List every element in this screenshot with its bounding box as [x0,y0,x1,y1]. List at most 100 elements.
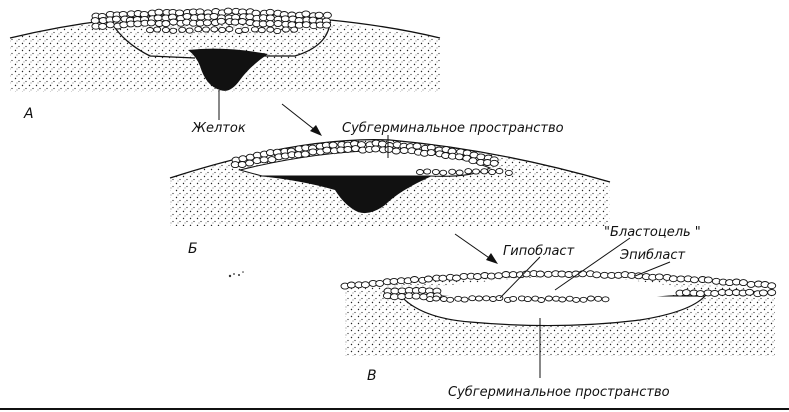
cell [146,19,156,27]
cell [391,147,401,155]
cell [216,17,226,25]
cell [746,280,756,288]
cell [105,21,115,29]
cell [328,141,338,149]
cell [237,18,247,25]
cell [439,169,448,176]
cell [153,26,162,33]
cell [259,156,269,164]
cell [218,26,227,34]
cell [454,295,463,302]
subgerminal-bottom-label: Субгерминальное пространство [448,385,670,400]
cell [703,276,713,284]
cell [758,289,768,297]
cell [494,272,504,280]
panel-c-blastocoel [410,276,700,301]
panel-a [9,7,441,120]
cell [161,20,171,28]
hypoblast-leader [499,256,541,299]
cell [668,275,678,283]
cell [455,169,464,176]
cell [209,12,219,20]
cell [146,27,154,34]
cell [223,7,233,15]
cell [454,153,464,161]
cell [411,292,421,300]
cell [245,159,255,167]
cell [579,296,588,303]
cell [446,296,455,303]
cell [169,27,178,34]
cell [397,293,407,300]
cell [654,273,664,281]
cell [724,289,734,297]
panel-b-blastoderm-cells [230,139,513,176]
cell [357,141,366,149]
cell [265,8,275,16]
cell [495,168,504,175]
cell [416,169,424,176]
cell [710,289,720,297]
arrow-a-to-b [281,103,322,136]
cell [745,288,754,296]
epiblast-label: Эпибласт [619,248,685,263]
cell [322,21,332,29]
cell [586,295,595,302]
cell [343,145,353,153]
cell [301,10,311,18]
cell [301,21,311,29]
panel-c [340,237,777,378]
cell [202,19,212,27]
speck-mark [228,271,244,278]
cell [464,168,473,175]
cell [489,159,499,167]
subgerminal-top-label: Субгерминальное пространство [342,121,564,136]
cell [290,26,299,33]
cell [504,169,513,176]
cell [153,14,163,22]
arrow-b-to-c [454,233,498,264]
cell [438,274,448,282]
cell [281,26,290,33]
cell [161,26,170,34]
cell [572,296,581,303]
cell [389,277,399,285]
cell [578,270,588,278]
cell [544,295,553,302]
cell [266,26,275,33]
cell [432,295,441,302]
cell [523,296,532,303]
cell [738,279,748,287]
cell [412,142,422,150]
cell [594,295,603,302]
cell [346,281,356,289]
cell [241,26,250,33]
cell [565,295,574,302]
panel-c-epiblast-cells [340,270,777,301]
blastocoel-label: "Бластоцель " [604,225,701,240]
cell [238,155,248,163]
panel-c-subgerminal-space [398,294,707,327]
panel-b-dark-yolk [258,176,432,214]
cell [265,20,275,28]
cell [375,279,385,287]
cell [460,296,469,303]
cell [592,271,602,279]
cell [237,161,247,168]
cell [273,27,282,35]
cell [448,168,457,175]
cell [475,295,483,302]
cell [371,145,381,153]
cell [210,26,219,33]
cell [767,289,777,296]
cell [468,295,477,302]
panel-b-label: Б [188,241,198,257]
cell [423,168,432,175]
cell [111,15,121,23]
cell [225,26,234,33]
cell [431,168,440,176]
cell [601,296,610,303]
cell [473,273,482,280]
panel-c-hypoblast-cells [426,295,610,303]
